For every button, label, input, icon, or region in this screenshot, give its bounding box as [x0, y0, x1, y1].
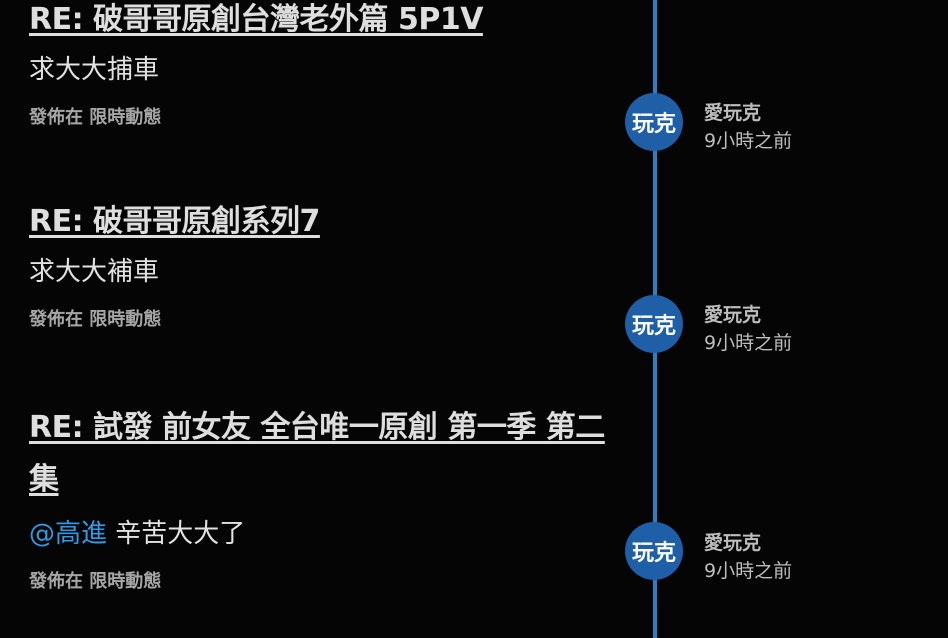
post-category-link[interactable]: 限時動態 [89, 309, 162, 330]
author-info: 愛玩克 9小時之前 [704, 529, 792, 585]
post-item: RE: 破哥哥原創系列7 求大大補車 發佈在 限時動態 [29, 196, 619, 332]
post-body: 求大大捕車 [29, 50, 619, 90]
author-name[interactable]: 愛玩克 [704, 304, 762, 326]
author-name[interactable]: 愛玩克 [704, 102, 762, 124]
post-title-link[interactable]: RE: 破哥哥原創系列7 [29, 204, 320, 239]
posted-in-label: 發佈在 [29, 309, 83, 330]
posted-in-label: 發佈在 [29, 107, 83, 128]
post-body-text: 求大大捕車 [29, 55, 160, 85]
post-meta: 發佈在 限時動態 [29, 106, 619, 130]
post-body: 求大大補車 [29, 252, 619, 292]
avatar[interactable]: 玩克 [625, 522, 683, 580]
post-time: 9小時之前 [704, 130, 793, 152]
post-item: RE: 破哥哥原創台灣老外篇 5P1V 求大大捕車 發佈在 限時動態 [29, 0, 619, 130]
post-meta: 發佈在 限時動態 [29, 570, 619, 594]
mention-link[interactable]: @高進 [29, 519, 108, 549]
posted-in-label: 發佈在 [29, 571, 83, 592]
author-info: 愛玩克 9小時之前 [704, 99, 792, 155]
author-name[interactable]: 愛玩克 [704, 532, 762, 554]
post-time: 9小時之前 [704, 560, 793, 582]
post-title-link[interactable]: RE: 試發 前女友 全台唯一原創 第一季 第二集 [29, 410, 605, 497]
post-meta: 發佈在 限時動態 [29, 308, 619, 332]
post-time: 9小時之前 [704, 332, 793, 354]
post-category-link[interactable]: 限時動態 [89, 571, 162, 592]
avatar[interactable]: 玩克 [625, 295, 683, 353]
avatar[interactable]: 玩克 [625, 93, 683, 151]
post-body: @高進 辛苦大大了 [29, 514, 619, 554]
post-body-text: 辛苦大大了 [115, 519, 246, 549]
post-body-text: 求大大補車 [29, 257, 160, 287]
author-info: 愛玩克 9小時之前 [704, 301, 792, 357]
post-title-link[interactable]: RE: 破哥哥原創台灣老外篇 5P1V [29, 2, 483, 37]
post-item: RE: 試發 前女友 全台唯一原創 第一季 第二集 @高進 辛苦大大了 發佈在 … [29, 402, 619, 594]
post-category-link[interactable]: 限時動態 [89, 107, 162, 128]
